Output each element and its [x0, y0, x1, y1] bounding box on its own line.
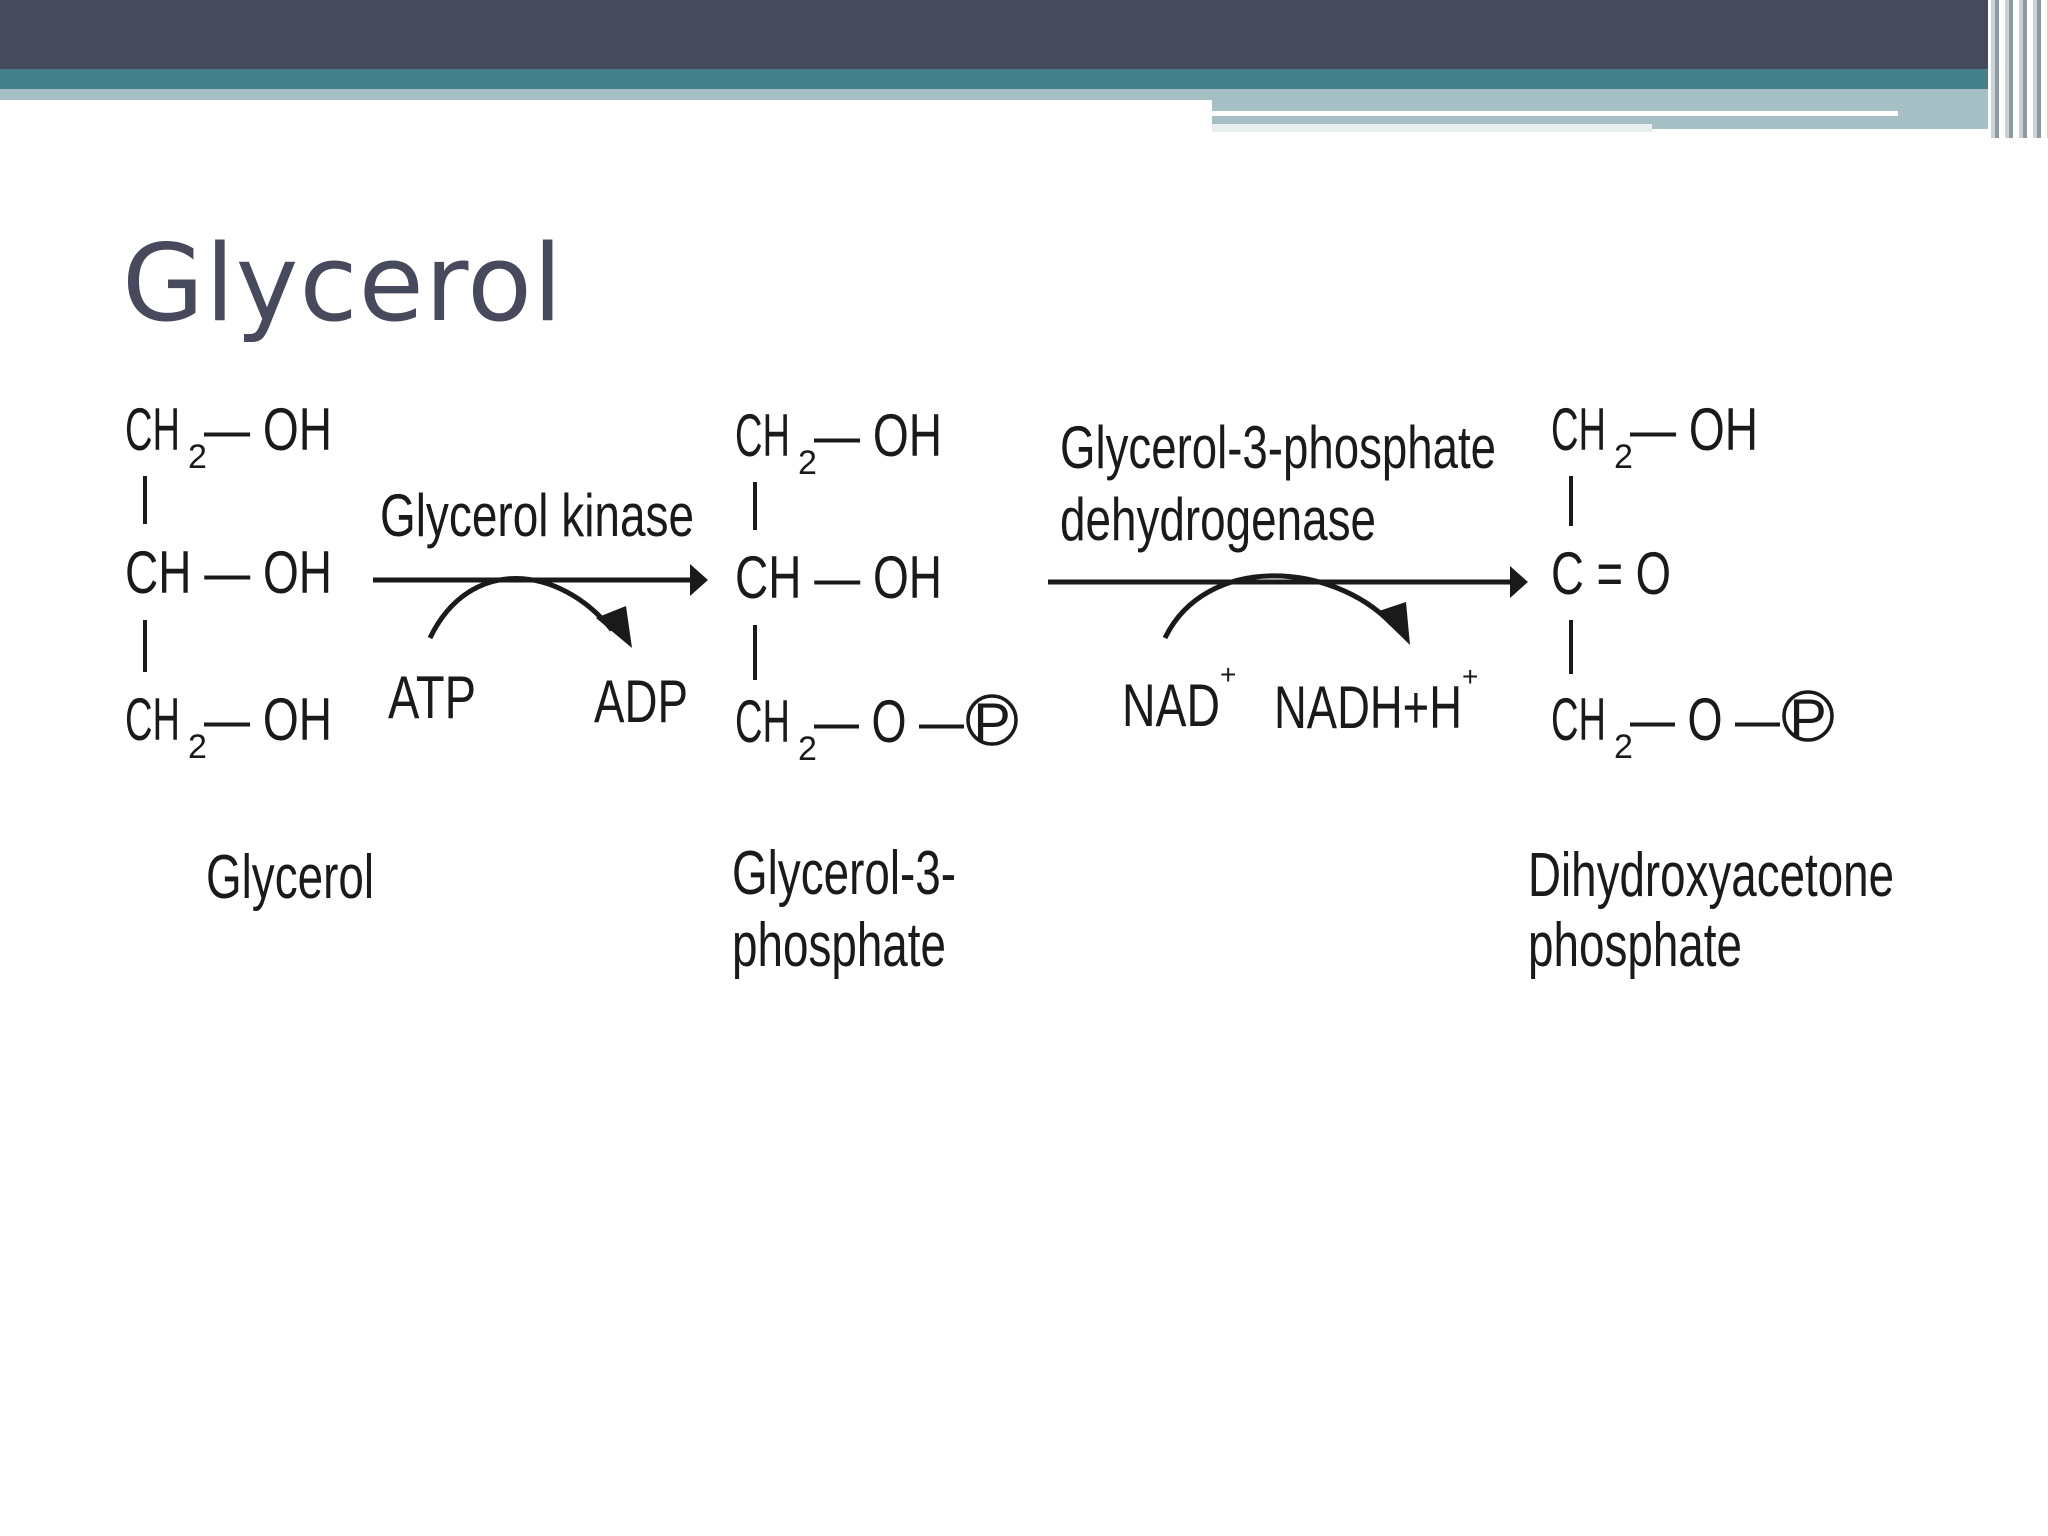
dhap-phosphate-circle: [1782, 690, 1834, 742]
dhap-c1-subscript: 2: [1614, 438, 1633, 476]
dhap-phosphate: P: [1789, 687, 1826, 750]
glycerol-c3-group: — OH: [204, 686, 332, 753]
glycerol-c1-group: — OH: [204, 396, 332, 463]
header-band-dark: [0, 0, 2048, 69]
cofactor-adp: ADP: [594, 668, 688, 735]
slide-title: Glycerol: [122, 222, 564, 345]
molecule-dihydroxyacetone-phosphate: CH 2 — OH C = O CH 2 — O — P Dihydroxyac…: [1528, 396, 1894, 980]
g3p-c1-atom: CH: [735, 402, 790, 469]
dhap-c2: C = O: [1551, 540, 1671, 607]
g3p-phosphate-circle: [966, 694, 1018, 746]
reaction-step-1: Glycerol kinase ATP ADP: [373, 482, 708, 735]
reaction-step-2: Glycerol-3-phosphate dehydrogenase NAD +…: [1048, 414, 1528, 741]
g3p-name-line2: phosphate: [732, 911, 946, 980]
g3p-c3-group: — O —: [814, 688, 964, 755]
glycerol-c3-subscript: 2: [188, 728, 207, 766]
reaction-arrow-2-head: [1510, 566, 1528, 598]
dhap-c3-group: — O —: [1630, 686, 1780, 753]
enzyme-glycerol-kinase: Glycerol kinase: [380, 482, 694, 549]
header-band-light-left: [0, 89, 1212, 100]
header-edge-stripes: [1988, 0, 2048, 138]
cofactor-curve-2-head: [1376, 602, 1410, 645]
dhap-name-line1: Dihydroxyacetone: [1528, 841, 1894, 910]
g3p-phosphate: P: [973, 691, 1010, 754]
glycerol-name: Glycerol: [206, 843, 374, 912]
enzyme-g3p-dehydrogenase-line2: dehydrogenase: [1060, 486, 1376, 553]
dhap-c3-subscript: 2: [1614, 728, 1633, 766]
g3p-name-line1: Glycerol-3-: [732, 839, 956, 908]
glycerol-c1-subscript: 2: [188, 438, 207, 476]
dhap-name-line2: phosphate: [1528, 911, 1742, 980]
reaction-arrow-1-head: [690, 564, 708, 596]
glycerol-c1-atom: CH: [125, 396, 180, 463]
g3p-c1-subscript: 2: [798, 444, 817, 482]
cofactor-curve-1: [427, 576, 614, 640]
enzyme-g3p-dehydrogenase-line1: Glycerol-3-phosphate: [1060, 414, 1496, 481]
g3p-c1-group: — OH: [814, 402, 942, 469]
cofactor-curve-2: [1162, 573, 1394, 640]
cofactor-nad: NAD: [1122, 672, 1220, 739]
dhap-c1-group: — OH: [1630, 396, 1758, 463]
g3p-c2: CH — OH: [735, 544, 942, 611]
header-band-light-right: [1212, 89, 2012, 129]
glycerol-c3-atom: CH: [125, 686, 180, 753]
header-band-white-stripe: [1212, 111, 1898, 116]
cofactor-atp: ATP: [388, 664, 476, 731]
cofactor-curve-1-head: [596, 606, 632, 648]
cofactor-nad-charge: +: [1220, 659, 1236, 690]
molecule-glycerol-3-phosphate: CH 2 — OH CH — OH CH 2 — O — P Glycerol-…: [732, 402, 1018, 980]
dhap-c1-atom: CH: [1551, 396, 1606, 463]
g3p-c3-subscript: 2: [798, 730, 817, 768]
molecule-glycerol: CH 2 — OH CH — OH CH 2 — OH Glycerol: [125, 396, 374, 912]
g3p-c3-atom: CH: [735, 688, 790, 755]
glycerol-c2: CH — OH: [125, 539, 332, 606]
dhap-c3-atom: CH: [1551, 686, 1606, 753]
header-band-white-bottom: [1212, 124, 1652, 132]
cofactor-nadh: NADH+H: [1274, 674, 1462, 741]
header-band-teal: [0, 69, 2048, 89]
cofactor-nadh-charge: +: [1462, 661, 1478, 692]
